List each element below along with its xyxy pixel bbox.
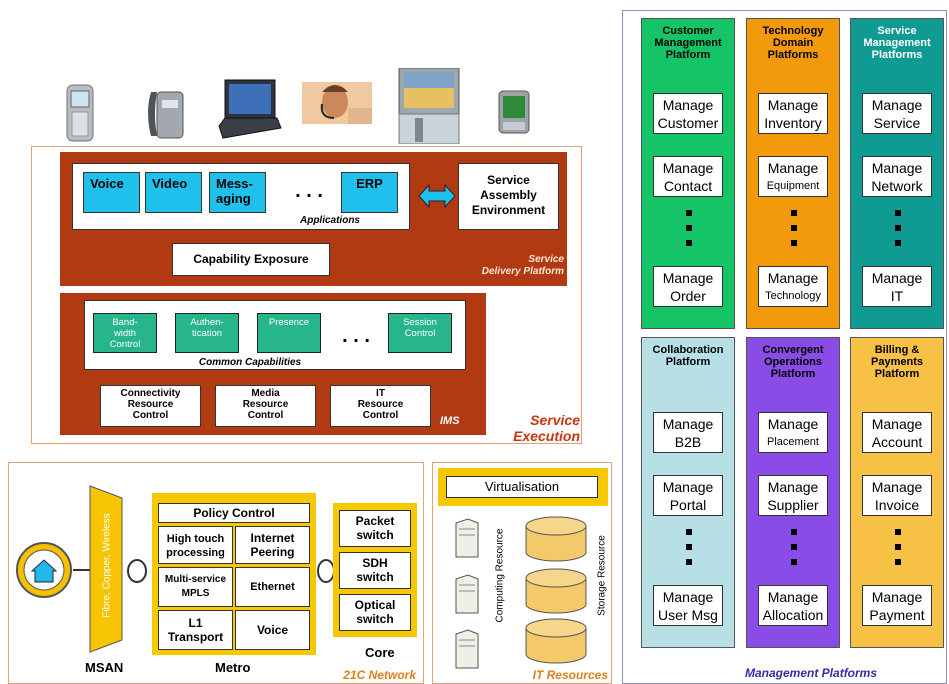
laptop-icon bbox=[218, 79, 282, 139]
server-icon-2 bbox=[455, 574, 479, 614]
manage-box: Manage Portal bbox=[653, 475, 723, 516]
msan-label: MSAN bbox=[85, 660, 124, 675]
vertical-ellipsis-icon bbox=[642, 529, 736, 574]
cap-bandwidth-control: Band- width Control bbox=[93, 313, 157, 353]
manage-box: Manage IT bbox=[862, 266, 932, 307]
manage-box: Manage Supplier bbox=[758, 475, 828, 516]
network-title: 21C Network bbox=[343, 668, 416, 682]
core-optical-switch: Optical switch bbox=[339, 594, 411, 631]
core-sdh-switch: SDH switch bbox=[339, 552, 411, 589]
storage-icon-2 bbox=[525, 568, 587, 614]
kiosk-screen-icon bbox=[398, 68, 460, 144]
management-title: Management Platforms bbox=[745, 666, 878, 680]
app-voice: Voice bbox=[83, 172, 140, 213]
metro-label: Metro bbox=[215, 660, 251, 675]
applications-label: Applications bbox=[299, 215, 360, 226]
manage-box: Manage Payment bbox=[862, 585, 932, 626]
service-execution-frame bbox=[31, 146, 582, 444]
caps-ellipsis: . . . bbox=[342, 325, 370, 347]
desk-phone-icon bbox=[148, 91, 184, 139]
metro-mpls: Multi-service MPLS bbox=[158, 567, 233, 607]
app-messaging: Mess- aging bbox=[209, 172, 266, 213]
core-label: Core bbox=[365, 645, 395, 660]
connector-ellipse-1 bbox=[127, 559, 147, 583]
platform-title: Technology Domain Platforms bbox=[762, 25, 824, 61]
capability-exposure-box: Capability Exposure bbox=[172, 243, 330, 276]
platform-title: Service Management Platforms bbox=[863, 25, 931, 61]
platform-title: Customer Management Platform bbox=[654, 25, 722, 61]
cap-presence: Presence bbox=[257, 313, 321, 353]
media-resource-control: Media Resource Control bbox=[215, 385, 316, 427]
metro-internet-peering: Internet Peering bbox=[235, 526, 310, 564]
manage-box: Manage Inventory bbox=[758, 93, 828, 134]
manage-box: Manage User Msg bbox=[653, 585, 723, 626]
manage-box: Manage Network bbox=[862, 156, 932, 197]
manage-box: Manage Order bbox=[653, 266, 723, 307]
server-icon-3 bbox=[455, 629, 479, 669]
storage-icon-1 bbox=[525, 516, 587, 562]
manage-box: Manage B2B bbox=[653, 412, 723, 453]
platform-title: Convergent Operations Platform bbox=[762, 344, 824, 380]
device-row bbox=[55, 68, 545, 144]
platform-title: Billing & Payments Platform bbox=[871, 344, 923, 380]
manage-box: Manage Account bbox=[862, 412, 932, 453]
storage-resource-label: Storage Resource bbox=[596, 535, 608, 616]
vertical-ellipsis-icon bbox=[747, 210, 841, 255]
core-packet-switch: Packet switch bbox=[339, 510, 411, 547]
metro-ethernet: Ethernet bbox=[235, 567, 310, 607]
platform-title: Collaboration Platform bbox=[652, 344, 724, 368]
pda-icon bbox=[498, 90, 530, 134]
manage-box: Manage Service bbox=[862, 93, 932, 134]
service-execution-title: Service Execution bbox=[513, 412, 580, 444]
manage-box: Manage Customer bbox=[653, 93, 723, 134]
manage-box: Manage Allocation bbox=[758, 585, 828, 626]
it-resources-title: IT Resources bbox=[532, 668, 608, 682]
apps-ellipsis: . . . bbox=[295, 180, 323, 202]
line-house-msan bbox=[73, 569, 92, 571]
manage-box: Manage Contact bbox=[653, 156, 723, 197]
server-icon-1 bbox=[455, 518, 479, 558]
metro-voice: Voice bbox=[235, 610, 310, 650]
ims-label: IMS bbox=[440, 415, 460, 427]
it-resource-control: IT Resource Control bbox=[330, 385, 431, 427]
sdp-label: Service Delivery Platform bbox=[481, 254, 564, 277]
cap-authentication: Authen- tication bbox=[175, 313, 239, 353]
metro-high-touch: High touch processing bbox=[158, 526, 233, 564]
metro-l1-transport: L1 Transport bbox=[158, 610, 233, 650]
mobile-phone-icon bbox=[66, 84, 94, 142]
manage-box: Manage Invoice bbox=[862, 475, 932, 516]
msan-text: Fibre, Copper, Wireless bbox=[101, 513, 113, 618]
two-way-arrow-icon bbox=[418, 183, 456, 209]
vertical-ellipsis-icon bbox=[851, 210, 945, 255]
service-assembly-environment: Service Assembly Environment bbox=[458, 163, 559, 230]
vertical-ellipsis-icon bbox=[747, 529, 841, 574]
vertical-ellipsis-icon bbox=[642, 210, 736, 255]
app-erp: ERP bbox=[341, 172, 398, 213]
storage-icon-3 bbox=[525, 618, 587, 664]
policy-control: Policy Control bbox=[158, 503, 310, 523]
connectivity-resource-control: Connectivity Resource Control bbox=[100, 385, 201, 427]
virtualisation-box: Virtualisation bbox=[446, 476, 598, 498]
computing-resource-label: Computing Resource bbox=[494, 528, 506, 623]
call-centre-agent-icon bbox=[302, 82, 372, 124]
msan-shape bbox=[89, 485, 123, 653]
common-capabilities-label: Common Capabilities bbox=[198, 357, 302, 368]
cap-session-control: Session Control bbox=[388, 313, 452, 353]
house-circle-icon bbox=[16, 542, 72, 598]
app-video: Video bbox=[145, 172, 202, 213]
vertical-ellipsis-icon bbox=[851, 529, 945, 574]
